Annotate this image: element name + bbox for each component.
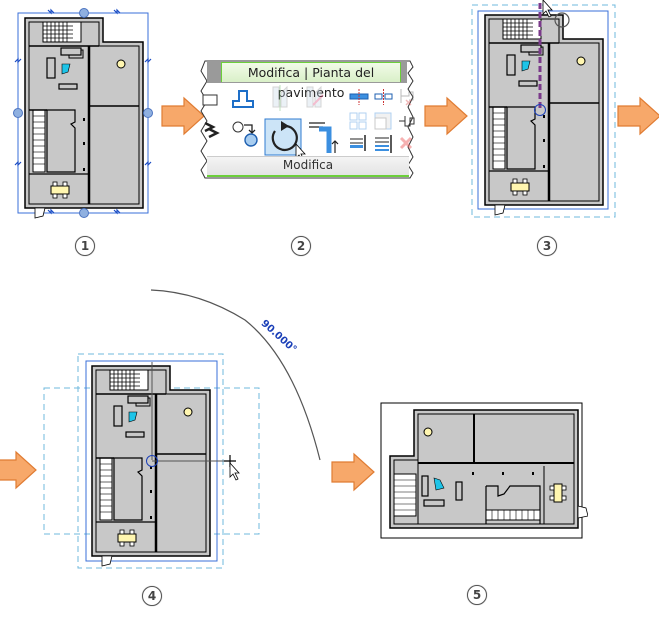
floor-plan bbox=[23, 16, 145, 220]
step-number-3: 3 bbox=[537, 236, 557, 256]
rotate-button[interactable] bbox=[264, 118, 302, 156]
trim-extend-corner-icon[interactable] bbox=[309, 122, 339, 153]
rotate-icon bbox=[271, 124, 298, 152]
arrow-right-icon bbox=[617, 96, 659, 136]
array-icon[interactable] bbox=[349, 112, 367, 130]
break-marks bbox=[14, 8, 152, 215]
floor-plan-rotating[interactable] bbox=[40, 280, 340, 580]
floor-plan-rotate-start[interactable] bbox=[470, 0, 620, 230]
arrow-right-icon bbox=[424, 96, 468, 136]
trim-extend-single-icon[interactable] bbox=[350, 135, 366, 151]
rotation-center-icon bbox=[146, 455, 158, 467]
split-gap-icon[interactable] bbox=[374, 89, 393, 105]
step-5-panel: 5 bbox=[378, 400, 588, 610]
arrow-right-icon bbox=[161, 96, 205, 136]
rotation-arc bbox=[150, 289, 321, 461]
move-arrow-icon bbox=[204, 121, 220, 139]
floor-plan-selected[interactable] bbox=[0, 0, 170, 230]
scale-icon[interactable] bbox=[374, 112, 392, 130]
align-icon[interactable] bbox=[232, 90, 254, 108]
grip-left bbox=[13, 108, 23, 118]
unpin-icon[interactable] bbox=[400, 89, 414, 106]
split-icon[interactable] bbox=[349, 89, 369, 105]
step-3-panel: 3 bbox=[470, 0, 620, 260]
grip-right bbox=[143, 108, 153, 118]
grip-handles bbox=[13, 8, 153, 218]
step-number-1: 1 bbox=[75, 236, 95, 256]
floor-plan-rotated[interactable] bbox=[378, 400, 588, 540]
delete-icon[interactable] bbox=[399, 136, 413, 150]
copy-icon[interactable] bbox=[232, 121, 258, 147]
trim-extend-multiple-icon[interactable] bbox=[375, 135, 392, 153]
grip-top bbox=[79, 8, 89, 18]
step-4-panel: 90.000° 4 bbox=[40, 280, 340, 610]
ribbon-panel-label: Modifica bbox=[207, 156, 409, 177]
step-2-panel: Modifica | Pianta del pavimento bbox=[195, 55, 420, 260]
step-number-4: 4 bbox=[142, 586, 162, 606]
arrow-right-icon bbox=[0, 450, 37, 490]
move-cursor-icon bbox=[224, 455, 240, 481]
step-1-panel: 1 bbox=[0, 0, 170, 260]
ribbon-tab-modify-floor-plan[interactable]: Modifica | Pianta del pavimento bbox=[221, 62, 401, 100]
partial-tool-icon bbox=[202, 94, 218, 106]
grip-bottom bbox=[79, 208, 89, 218]
ribbon-tools bbox=[202, 85, 415, 158]
mirror-draw-axis-icon[interactable] bbox=[306, 85, 324, 108]
step-number-2: 2 bbox=[291, 236, 311, 256]
pin-icon[interactable] bbox=[399, 116, 415, 127]
rotation-handle-icon bbox=[554, 12, 570, 28]
step-number-5: 5 bbox=[467, 585, 487, 605]
mirror-pick-axis-icon[interactable] bbox=[272, 85, 288, 111]
rotation-center-icon bbox=[534, 104, 546, 116]
mouse-cursor-icon bbox=[542, 0, 553, 18]
arrow-right-icon bbox=[331, 452, 375, 492]
